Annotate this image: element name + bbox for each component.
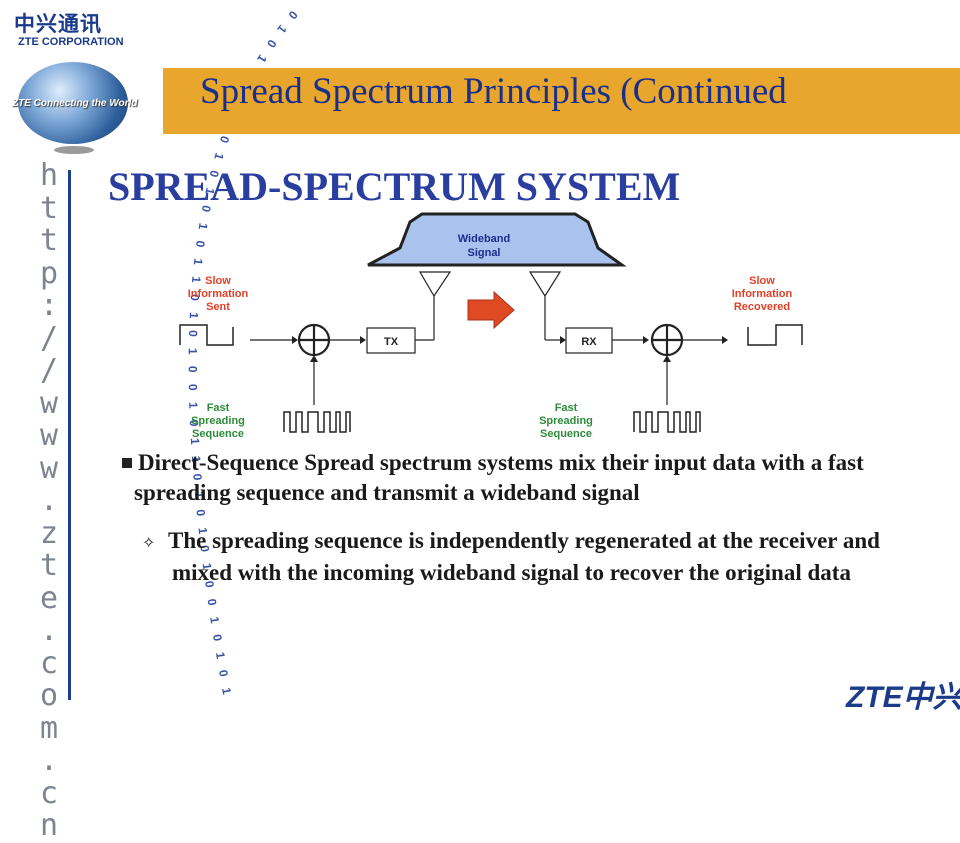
globe-shadow: [54, 146, 94, 154]
fast-rx-line3: Sequence: [540, 428, 592, 440]
globe-icon: [18, 62, 128, 144]
url-char: .: [39, 613, 59, 648]
slide-title: Spread Spectrum Principles (Continued: [200, 71, 787, 112]
url-char: t: [39, 548, 59, 583]
fast-rx-line1: Fast: [555, 402, 578, 414]
url-char: e: [39, 580, 59, 616]
rx-label: RX: [581, 336, 597, 348]
fast-rx-waveform: [633, 411, 701, 433]
transmission-arrow-icon: [467, 290, 515, 330]
url-char: .: [39, 743, 59, 778]
slow-sent-line3: Sent: [206, 301, 230, 313]
vertical-divider: [68, 170, 71, 700]
url-char: /: [39, 353, 59, 388]
url-char: o: [39, 678, 59, 713]
url-char: w: [39, 385, 59, 421]
company-logo-english: ZTE CORPORATION: [18, 36, 124, 48]
slow-rec-waveform: [747, 324, 803, 346]
title-bar: [163, 68, 960, 134]
wideband-label-line1: Wideband: [458, 233, 510, 245]
fast-tx-waveform: [283, 411, 351, 433]
tx-antenna-icon: [418, 271, 452, 298]
main-bullet-text: Direct-Sequence Spread spectrum systems …: [134, 450, 864, 505]
url-char: .: [39, 483, 59, 518]
url-char: :: [39, 288, 59, 323]
url-char: w: [39, 450, 59, 486]
url-char: c: [39, 775, 59, 811]
url-char: p: [39, 255, 59, 291]
wideband-label-line2: Signal: [467, 247, 500, 259]
slow-rec-line2: Information: [732, 288, 793, 300]
fast-tx-line1: Fast: [207, 402, 230, 414]
rx-box: [565, 327, 613, 354]
section-heading: SPREAD-SPECTRUM SYSTEM: [108, 164, 681, 209]
rx-antenna-icon: [528, 271, 562, 298]
slow-rec-line1: Slow: [749, 275, 775, 287]
url-char: z: [39, 515, 59, 551]
diamond-bullet-icon: ✧: [142, 533, 156, 552]
slow-sent-line2: Information: [188, 288, 249, 300]
main-bullet: Direct-Sequence Spread spectrum systems …: [110, 448, 930, 508]
spread-spectrum-diagram: Wideband Signal Slow Information Sent TX…: [179, 212, 803, 440]
globe-tagline: ZTE Connecting the World: [12, 98, 138, 109]
tx-box: [366, 327, 416, 354]
sub-bullet: ✧ The spreading sequence is independently…: [110, 526, 930, 588]
tx-label: TX: [384, 336, 399, 348]
url-char: t: [39, 190, 59, 226]
fast-tx-line2: Spreading: [191, 415, 245, 427]
fast-rx-line2: Spreading: [539, 415, 593, 427]
url-char: w: [39, 418, 59, 453]
slow-sent-waveform: [179, 324, 234, 346]
wideband-signal-shape: [367, 212, 627, 267]
slow-rec-line3: Recovered: [734, 301, 790, 313]
company-logo-chinese: 中兴通讯: [14, 12, 102, 36]
url-char: /: [39, 320, 59, 356]
zte-footer-logo: ZTE中兴: [846, 681, 960, 714]
square-bullet-icon: [122, 457, 132, 468]
url-char: t: [39, 223, 59, 258]
url-char: h: [39, 158, 59, 193]
url-char: c: [39, 645, 59, 681]
url-char: n: [39, 808, 59, 843]
bullet-list: Direct-Sequence Spread spectrum systems …: [110, 448, 930, 588]
fast-tx-line3: Sequence: [192, 428, 244, 440]
sub-bullet-text: The spreading sequence is independently …: [168, 528, 880, 585]
slow-sent-line1: Slow: [205, 275, 231, 287]
